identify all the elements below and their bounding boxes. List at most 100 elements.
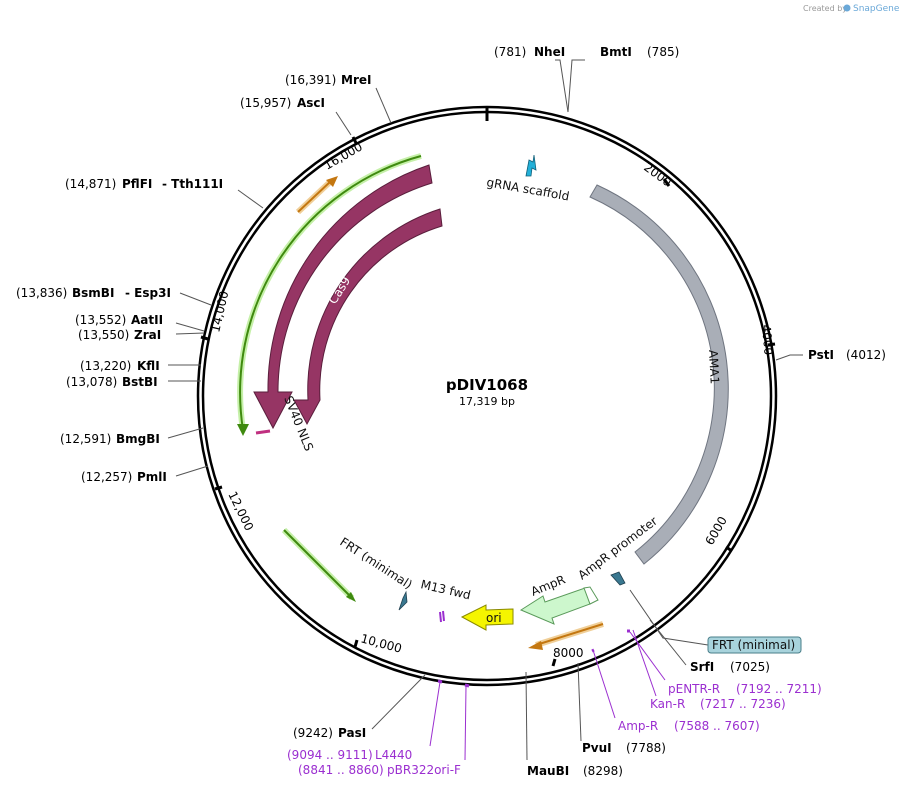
leader-line-amp-r <box>592 649 616 719</box>
site-kfli-pos: (13,220) <box>80 359 131 373</box>
site-bsmbi-pos: (13,836) <box>16 286 67 300</box>
primer-amp-r[interactable]: Amp-R (7588 .. 7607) <box>618 719 760 733</box>
leader-line-bsmbi <box>179 292 212 306</box>
leader-line-aatii <box>175 322 205 332</box>
site-nhei-pos: (781) <box>494 45 526 59</box>
site-psti-name: PstI <box>808 348 834 362</box>
feature-grna-scaffold[interactable] <box>525 154 537 177</box>
leader-line-nhei-bmti <box>567 59 585 113</box>
site-aatii-pos: (13,552) <box>75 313 126 327</box>
site-maubi[interactable]: MauBI (8298) <box>527 764 623 778</box>
site-pflfi[interactable]: (14,871) PflFI - Tth111I <box>65 177 223 191</box>
feature-ori[interactable] <box>460 604 514 631</box>
primer-l4440[interactable]: (9094 .. 9111) L4440 <box>287 748 412 762</box>
feature-frt-minimal-inner[interactable] <box>398 590 408 611</box>
feature-green-arrow-left[interactable] <box>237 153 422 436</box>
credit-brand: SnapGene <box>853 4 900 14</box>
site-pvui[interactable]: PvuI (7788) <box>582 741 666 755</box>
tick-mark-2000 <box>662 178 671 187</box>
site-bstbi[interactable]: (13,078) BstBI <box>66 375 158 389</box>
tick-label-6000: 6000 <box>702 514 729 547</box>
site-psti-pos: (4012) <box>846 348 886 362</box>
site-asci-name: AscI <box>297 96 325 110</box>
primer-pentr-r-name: pENTR-R <box>668 682 720 696</box>
site-psti[interactable]: PstI (4012) <box>808 348 886 362</box>
site-bmti[interactable]: BmtI (785) <box>600 45 679 59</box>
plasmid-name: pDIV1068 <box>446 376 528 394</box>
frt-minimal-box[interactable]: FRT (minimal) <box>707 636 802 654</box>
feature-cas9-inner[interactable] <box>293 208 443 426</box>
feature-sv40-nls[interactable] <box>255 429 271 435</box>
site-bsmbi[interactable]: (13,836) BsmBI - Esp3I <box>16 286 171 300</box>
leader-line-l4440 <box>429 681 441 747</box>
site-aatii-name: AatII <box>131 313 163 327</box>
credit-prefix: Created by <box>803 4 847 13</box>
leader-line-pvui <box>577 662 582 742</box>
site-kfli[interactable]: (13,220) KflI <box>80 359 160 373</box>
primer-mark-amp-r <box>591 648 595 653</box>
feature-cas9-outer[interactable] <box>253 164 433 430</box>
primer-pentr-r[interactable]: pENTR-R (7192 .. 7211) <box>668 682 822 696</box>
site-zrai[interactable]: (13,550) ZraI <box>78 328 161 342</box>
site-bstbi-name: BstBI <box>122 375 158 389</box>
site-tth111i-name: - Tth111I <box>162 177 223 191</box>
site-pmli-name: PmlI <box>137 470 167 484</box>
frt-minimal-box-label: FRT (minimal) <box>712 638 795 652</box>
site-aatii[interactable]: (13,552) AatII <box>75 313 163 327</box>
site-srfi[interactable]: SrfI (7025) <box>690 660 770 674</box>
primer-leader-lines <box>429 629 666 761</box>
feature-green-arrow-bottom[interactable] <box>281 527 356 602</box>
primer-pbr322ori-f-name: pBR322ori-F <box>387 763 461 777</box>
site-asci[interactable]: (15,957) AscI <box>240 96 325 110</box>
feature-orange-arrow-top[interactable] <box>295 176 338 215</box>
leader-line-pflfi <box>237 189 264 209</box>
site-nhei-name: NheI <box>534 45 565 59</box>
feature-orange-arrow-bottom[interactable] <box>528 621 604 650</box>
site-bmgbi[interactable]: (12,591) BmgBI <box>60 432 160 446</box>
snapgene-credit: Created by SnapGene <box>803 4 900 14</box>
leader-line-frt-box <box>629 589 709 646</box>
leader-line-srfi <box>649 619 687 666</box>
primer-kan-r-name: Kan-R <box>650 697 685 711</box>
primer-mark-l4440 <box>437 679 443 684</box>
primer-amp-r-name: Amp-R <box>618 719 658 733</box>
tick-mark-12000 <box>214 485 223 491</box>
tick-mark-4000 <box>767 342 776 347</box>
feature-ori-label: ori <box>486 611 502 625</box>
plasmid-size: 17,319 bp <box>459 395 515 408</box>
feature-frt-minimal-inner-label: FRT (minimal) <box>337 535 414 592</box>
leader-line-zrai <box>175 332 205 335</box>
feature-ampR-promoter[interactable] <box>610 571 626 586</box>
site-pflfi-name: PflFI <box>122 177 152 191</box>
site-srfi-name: SrfI <box>690 660 714 674</box>
feature-ama1[interactable] <box>589 184 729 565</box>
tick-mark-14000 <box>200 335 209 341</box>
site-nhei[interactable]: (781) NheI <box>494 45 565 59</box>
feature-ampR[interactable] <box>519 586 599 625</box>
tick-mark-10000 <box>353 639 359 648</box>
site-mrei-name: MreI <box>341 73 371 87</box>
site-pasi[interactable]: (9242) PasI <box>293 726 366 740</box>
site-pasi-pos: (9242) <box>293 726 333 740</box>
site-bmti-name: BmtI <box>600 45 632 59</box>
leader-line-maubi <box>525 671 528 761</box>
site-bsmbi-name: BsmBI <box>72 286 114 300</box>
primer-pbr322ori-f[interactable]: (8841 .. 8860) pBR322ori-F <box>298 763 461 777</box>
site-bstbi-pos: (13,078) <box>66 375 117 389</box>
tick-label-14000: 14,000 <box>208 290 231 334</box>
site-mrei-pos: (16,391) <box>285 73 336 87</box>
feature-ama1-label: AMA1 <box>706 349 722 384</box>
leader-line-asci <box>335 111 352 136</box>
site-pmli[interactable]: (12,257) PmlI <box>81 470 167 484</box>
snapgene-logo-icon <box>843 4 851 12</box>
tick-label-4000: 4000 <box>759 324 776 356</box>
site-pmli-pos: (12,257) <box>81 470 132 484</box>
leader-line-pbr322ori <box>464 685 467 761</box>
primer-kan-r[interactable]: Kan-R (7217 .. 7236) <box>650 697 786 711</box>
feature-m13-fwd[interactable] <box>439 610 445 623</box>
site-pflfi-pos: (14,871) <box>65 177 116 191</box>
site-mrei[interactable]: (16,391) MreI <box>285 73 371 87</box>
feature-m13-fwd-label: M13 fwd <box>419 577 472 602</box>
site-pvui-pos: (7788) <box>626 741 666 755</box>
